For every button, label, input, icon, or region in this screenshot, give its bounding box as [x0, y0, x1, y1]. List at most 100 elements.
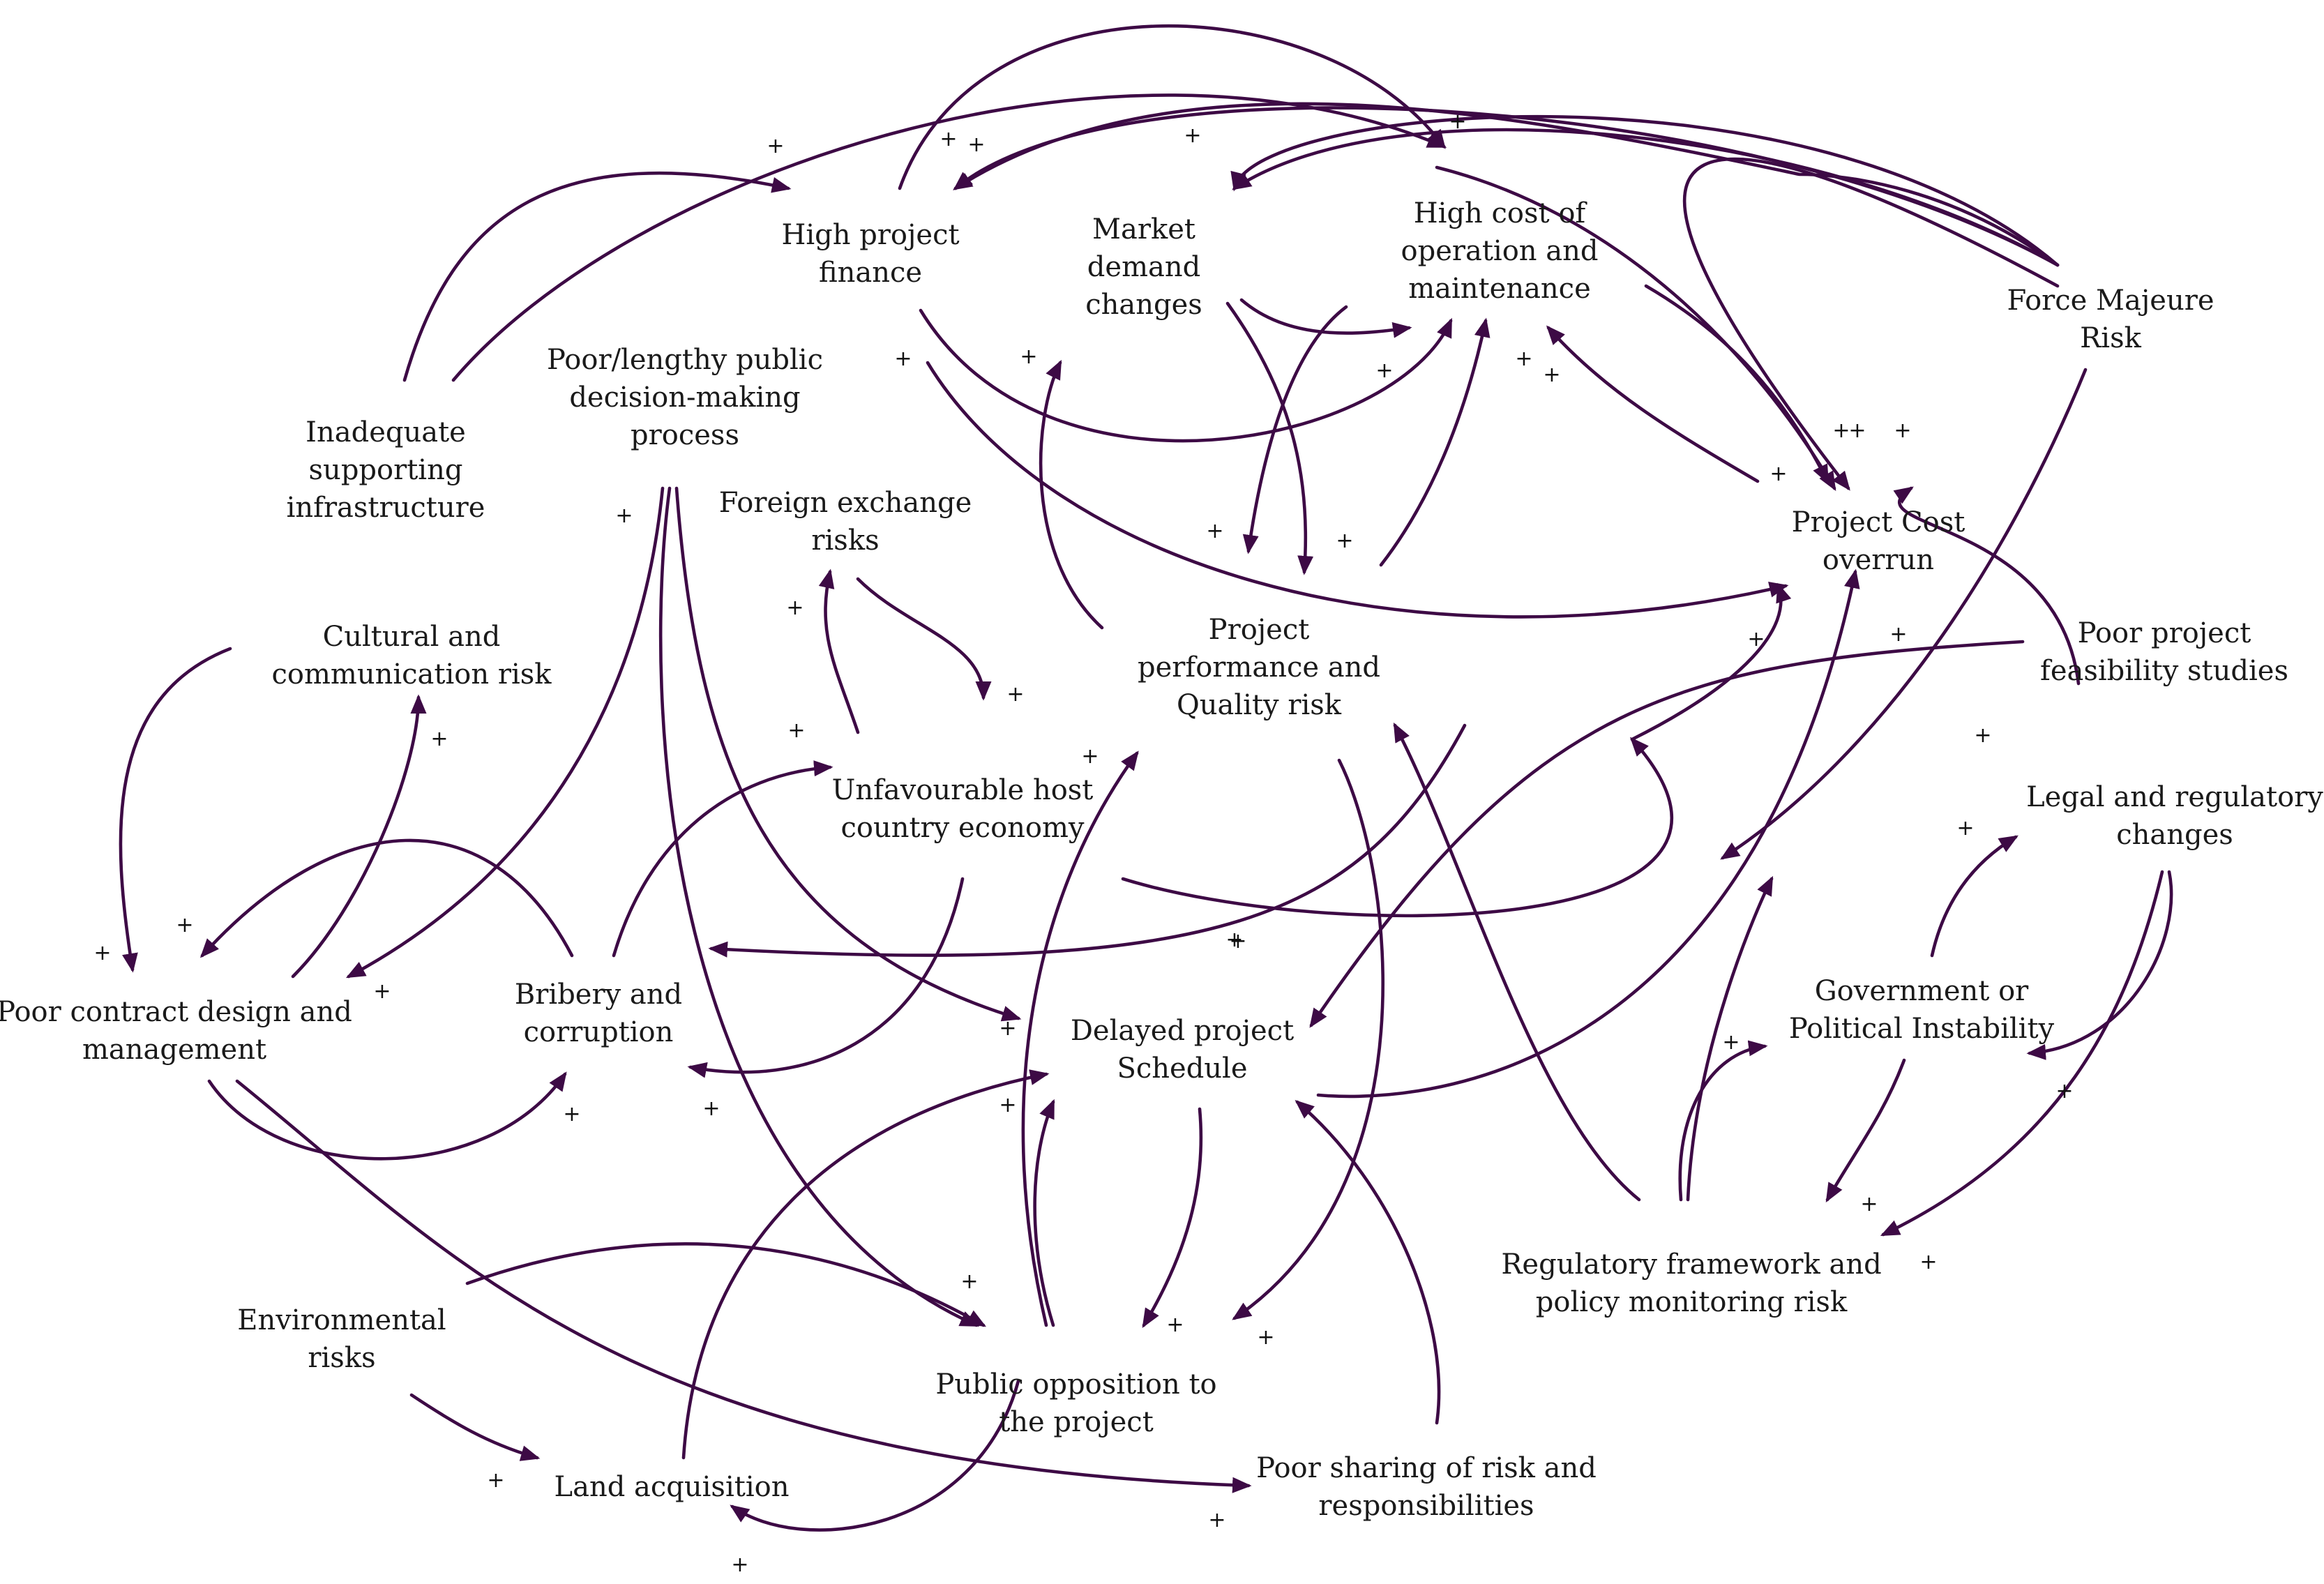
causal-link-46: [674, 486, 1022, 1022]
causal-link-53: [708, 723, 1467, 958]
causal-link-10: [926, 361, 1789, 619]
polarity-plus: +: [1166, 1313, 1184, 1337]
polarity-plus: +: [894, 347, 912, 371]
polarity-plus: +: [1208, 1508, 1226, 1532]
polarity-plus: +: [1375, 359, 1394, 383]
causal-link-27: [1309, 640, 2025, 1028]
polarity-plus: +: [767, 134, 785, 158]
causal-link-30: [1232, 758, 1384, 1320]
polarity-plus: +: [940, 127, 958, 151]
polarity-plus: +: [1225, 928, 1244, 952]
causal-link-12: [953, 102, 2060, 267]
polarity-plus: +: [1081, 744, 1099, 769]
causal-link-24: [687, 877, 965, 1078]
polarity-plus: +: [176, 913, 194, 937]
polarity-plus: +: [731, 1553, 749, 1577]
polarity-plus: +: [960, 1269, 979, 1294]
causal-link-38: [1825, 1058, 1906, 1202]
causal-link-35: [1930, 835, 2019, 958]
causal-link-7: [1225, 301, 1314, 575]
causal-link-29: [1142, 1107, 1203, 1328]
causal-link-37: [1880, 870, 2164, 1237]
causal-link-26: [1630, 582, 1792, 741]
node-land-acquisition: Land acquisition: [554, 1471, 790, 1503]
causal-link-33: [1686, 875, 1774, 1202]
polarity-plus: +: [2055, 1079, 2074, 1103]
polarity-plus: +: [1860, 1192, 1878, 1216]
polarity-plus: +: [1336, 529, 1354, 553]
polarity-plus: +: [999, 1016, 1017, 1041]
causal-link-14: [1230, 114, 2060, 267]
causal-link-43: [409, 1393, 541, 1461]
polarity-plus: +: [1747, 627, 1765, 651]
polarity-plus: +: [1206, 519, 1224, 543]
causal-link-15: [1232, 128, 2060, 267]
polarity-plus: +: [1770, 462, 1788, 486]
polarity-plus: +: [1006, 682, 1025, 707]
polarity-plus: +: [967, 133, 986, 157]
causal-link-41: [681, 1069, 1050, 1460]
polarity-plus: +: [1832, 418, 1850, 443]
causal-link-47: [345, 486, 665, 979]
causal-link-8: [1379, 317, 1491, 567]
polarity-plus: +: [1449, 110, 1467, 134]
causal-link-52: [235, 1079, 1252, 1493]
causal-link-50: [291, 694, 427, 979]
causal-link-34: [1678, 1040, 1768, 1202]
polarity-plus: +: [786, 596, 804, 620]
polarity-plus: +: [702, 1096, 720, 1121]
causal-link-20: [1039, 359, 1104, 630]
causal-link-23: [612, 760, 833, 958]
causal-link-3: [898, 24, 1446, 190]
polarity-plus: +: [1515, 347, 1533, 371]
polarity-plus: +: [93, 941, 112, 965]
causal-link-5: [1239, 298, 1412, 338]
polarity-plus: +: [1257, 1325, 1275, 1350]
polarity-plus: +: [487, 1468, 505, 1493]
polarity-plus: +: [1020, 345, 1038, 369]
causal-link-1: [402, 171, 792, 382]
polarity-plus: +: [1956, 816, 1975, 840]
polarity-plus: +: [999, 1093, 1017, 1117]
causal-link-45: [658, 486, 980, 1327]
polarity-plus: +: [1229, 929, 1247, 953]
polarity-plus: +: [1543, 363, 1561, 387]
causal-link-17: [1683, 157, 2060, 491]
causal-link-25: [1121, 737, 1674, 918]
causal-link-42: [730, 1379, 1020, 1532]
causal-link-39: [1021, 750, 1139, 1327]
polarity-plus: +: [1848, 418, 1866, 443]
polarity-plus: +: [615, 504, 633, 528]
causal-link-21: [856, 577, 992, 701]
polarity-plus: +: [430, 727, 448, 751]
polarity-plus: +: [787, 718, 806, 743]
causal-link-19: [1893, 486, 2081, 686]
causal-link-22: [818, 568, 860, 734]
causal-link-32: [1393, 722, 1641, 1202]
causal-link-28: [1316, 568, 1860, 1099]
causal-link-11: [1644, 284, 1829, 485]
polarity-plus: +: [1889, 622, 1908, 647]
polarity-plus: +: [1919, 1250, 1938, 1274]
polarity-plus: +: [1974, 723, 1992, 748]
causal-link-9: [1546, 325, 1760, 483]
causal-link-36: [2026, 870, 2173, 1060]
causal-link-31: [1295, 1100, 1441, 1425]
